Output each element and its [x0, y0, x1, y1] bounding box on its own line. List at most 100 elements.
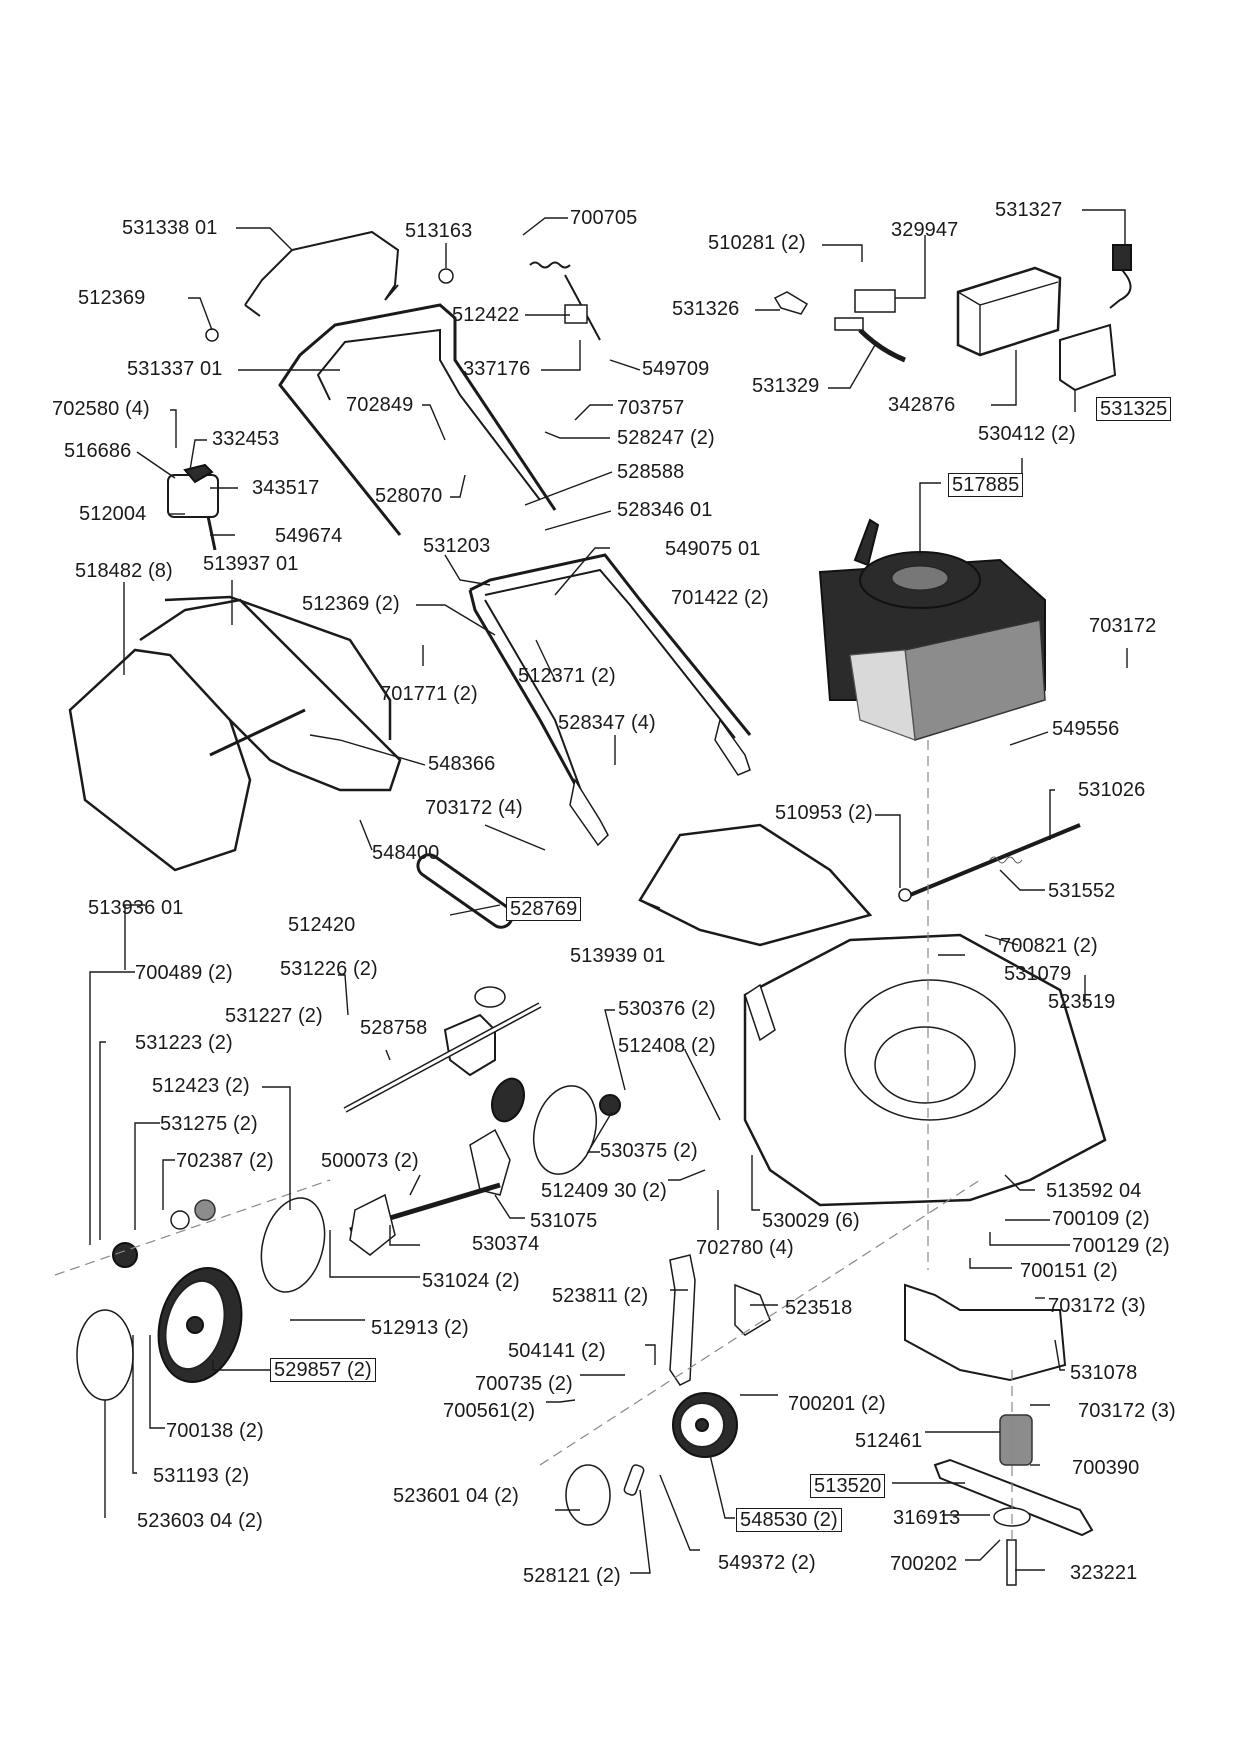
part-label[interactable]: 531338 01	[122, 217, 218, 239]
part-label[interactable]: 523603 04 (2)	[137, 1510, 263, 1532]
part-label[interactable]: 549372 (2)	[718, 1552, 816, 1574]
part-label[interactable]: 323221	[1070, 1562, 1138, 1584]
part-label[interactable]: 531024 (2)	[422, 1270, 520, 1292]
part-label[interactable]: 528588	[617, 461, 685, 483]
part-label[interactable]: 531327	[995, 199, 1063, 221]
part-label[interactable]: 512461	[855, 1430, 923, 1452]
part-label[interactable]: 700735 (2)	[475, 1373, 573, 1395]
part-label[interactable]: 523601 04 (2)	[393, 1485, 519, 1507]
part-label[interactable]: 700821 (2)	[1000, 935, 1098, 957]
part-label[interactable]: 530412 (2)	[978, 423, 1076, 445]
part-label[interactable]: 528346 01	[617, 499, 713, 521]
part-label[interactable]: 530029 (6)	[762, 1210, 860, 1232]
part-label[interactable]: 523518	[785, 1297, 853, 1319]
part-label-assembly[interactable]: 531325	[1096, 397, 1172, 421]
part-label[interactable]: 703172	[1089, 615, 1157, 637]
part-label[interactable]: 531226 (2)	[280, 958, 378, 980]
part-label[interactable]: 702780 (4)	[696, 1237, 794, 1259]
part-label[interactable]: 703172 (3)	[1078, 1400, 1176, 1422]
part-label[interactable]: 700201 (2)	[788, 1393, 886, 1415]
part-label[interactable]: 513937 01	[203, 553, 299, 575]
part-label[interactable]: 530375 (2)	[600, 1140, 698, 1162]
part-label[interactable]: 512004	[79, 503, 147, 525]
part-label[interactable]: 530374	[472, 1233, 540, 1255]
part-label[interactable]: 702387 (2)	[176, 1150, 274, 1172]
part-label[interactable]: 700489 (2)	[135, 962, 233, 984]
part-label[interactable]: 512408 (2)	[618, 1035, 716, 1057]
part-label[interactable]: 316913	[893, 1507, 961, 1529]
part-label[interactable]: 700138 (2)	[166, 1420, 264, 1442]
part-label[interactable]: 701771 (2)	[380, 683, 478, 705]
part-label[interactable]: 531326	[672, 298, 740, 320]
part-label[interactable]: 531227 (2)	[225, 1005, 323, 1027]
part-label[interactable]: 702580 (4)	[52, 398, 150, 420]
part-label[interactable]: 513163	[405, 220, 473, 242]
part-label[interactable]: 531078	[1070, 1362, 1138, 1384]
part-label[interactable]: 531552	[1048, 880, 1116, 902]
part-label[interactable]: 504141 (2)	[508, 1340, 606, 1362]
part-label[interactable]: 531026	[1078, 779, 1146, 801]
part-label[interactable]: 700561(2)	[443, 1400, 536, 1422]
part-label[interactable]: 512409 30 (2)	[541, 1180, 667, 1202]
part-label[interactable]: 528070	[375, 485, 443, 507]
part-label[interactable]: 523811 (2)	[552, 1285, 649, 1307]
part-label[interactable]: 700705	[570, 207, 638, 229]
part-label[interactable]: 513936 01	[88, 897, 184, 919]
part-label[interactable]: 329947	[891, 219, 959, 241]
part-label[interactable]: 513939 01	[570, 945, 666, 967]
part-label[interactable]: 343517	[252, 477, 320, 499]
part-label-assembly[interactable]: 517885	[948, 473, 1024, 497]
part-label[interactable]: 700202	[890, 1553, 958, 1575]
part-label[interactable]: 703172 (3)	[1048, 1295, 1146, 1317]
part-label[interactable]: 513592 04	[1046, 1180, 1142, 1202]
part-label-assembly[interactable]: 513520	[810, 1474, 886, 1498]
part-label[interactable]: 337176	[463, 358, 531, 380]
part-label[interactable]: 528347 (4)	[558, 712, 656, 734]
part-label[interactable]: 531223 (2)	[135, 1032, 233, 1054]
part-label[interactable]: 342876	[888, 394, 956, 416]
part-label[interactable]: 703172 (4)	[425, 797, 523, 819]
blade	[933, 1458, 1094, 1537]
part-label[interactable]: 531203	[423, 535, 491, 557]
part-label[interactable]: 512913 (2)	[371, 1317, 469, 1339]
part-label[interactable]: 512369	[78, 287, 146, 309]
part-label[interactable]: 528758	[360, 1017, 428, 1039]
part-label[interactable]: 700151 (2)	[1020, 1260, 1118, 1282]
part-label-assembly[interactable]: 529857 (2)	[270, 1358, 376, 1382]
part-label[interactable]: 549075 01	[665, 538, 761, 560]
part-label[interactable]: 500073 (2)	[321, 1150, 419, 1172]
part-label[interactable]: 531329	[752, 375, 820, 397]
part-label[interactable]: 510953 (2)	[775, 802, 873, 824]
part-label[interactable]: 531275 (2)	[160, 1113, 258, 1135]
part-label[interactable]: 702849	[346, 394, 414, 416]
part-label[interactable]: 512420	[288, 914, 356, 936]
part-label[interactable]: 700109 (2)	[1052, 1208, 1150, 1230]
part-label[interactable]: 548366	[428, 753, 496, 775]
part-label[interactable]: 700390	[1072, 1457, 1140, 1479]
part-label[interactable]: 531075	[530, 1210, 598, 1232]
part-label[interactable]: 510281 (2)	[708, 232, 806, 254]
part-label[interactable]: 549674	[275, 525, 343, 547]
part-label[interactable]: 700129 (2)	[1072, 1235, 1170, 1257]
part-label[interactable]: 549556	[1052, 718, 1120, 740]
part-label[interactable]: 531337 01	[127, 358, 223, 380]
part-label[interactable]: 518482 (8)	[75, 560, 173, 582]
part-label[interactable]: 332453	[212, 428, 280, 450]
part-label[interactable]: 528247 (2)	[617, 427, 715, 449]
part-label[interactable]: 512371 (2)	[518, 665, 616, 687]
part-label[interactable]: 512423 (2)	[152, 1075, 250, 1097]
part-label-assembly[interactable]: 528769	[506, 897, 582, 921]
part-label[interactable]: 516686	[64, 440, 132, 462]
part-label[interactable]: 703757	[617, 397, 685, 419]
part-label[interactable]: 530376 (2)	[618, 998, 716, 1020]
part-label[interactable]: 531079	[1004, 963, 1072, 985]
part-label[interactable]: 549709	[642, 358, 710, 380]
part-label[interactable]: 548400	[372, 842, 440, 864]
part-label[interactable]: 523519	[1048, 991, 1116, 1013]
part-label-assembly[interactable]: 548530 (2)	[736, 1508, 842, 1532]
part-label[interactable]: 528121 (2)	[523, 1565, 621, 1587]
part-label[interactable]: 701422 (2)	[671, 587, 769, 609]
part-label[interactable]: 531193 (2)	[153, 1465, 250, 1487]
part-label[interactable]: 512369 (2)	[302, 593, 400, 615]
part-label[interactable]: 512422	[452, 304, 520, 326]
